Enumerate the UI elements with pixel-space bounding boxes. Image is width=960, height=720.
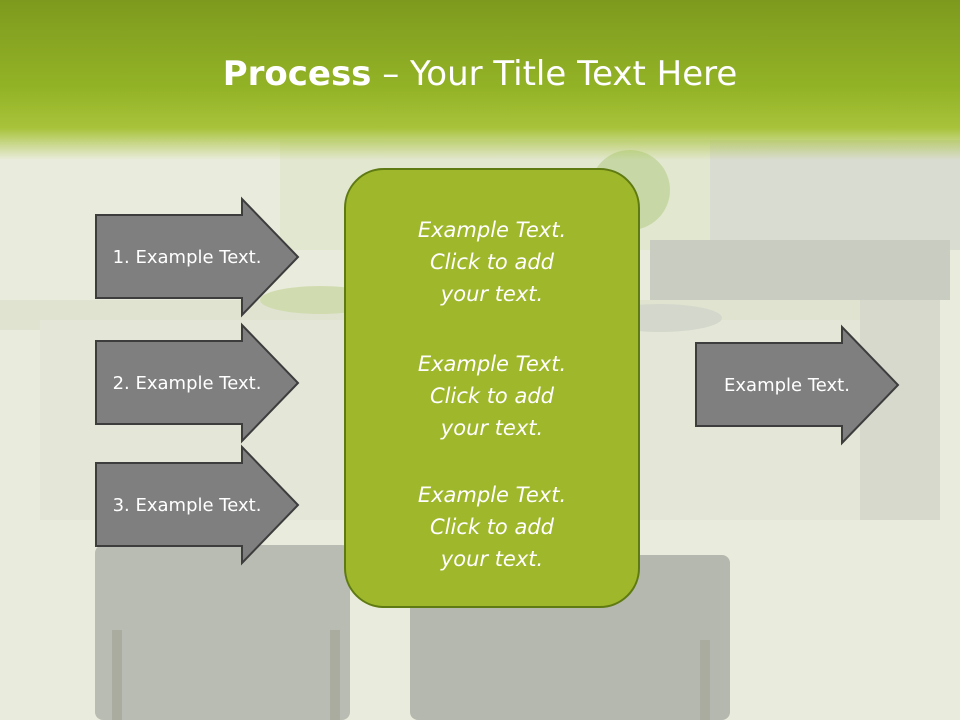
center-block-2-line2: Click to add bbox=[429, 384, 554, 408]
center-block-3-line3: your text. bbox=[440, 547, 544, 571]
left-arrow-3[interactable]: 3. Example Text. bbox=[95, 444, 300, 566]
title-rest: – Your Title Text Here bbox=[371, 54, 738, 94]
title-bold: Process bbox=[222, 54, 372, 94]
center-block-3-line1: Example Text. bbox=[417, 483, 567, 507]
left-arrow-3-label: 3. Example Text. bbox=[112, 494, 262, 516]
center-block-2-line1: Example Text. bbox=[417, 352, 567, 376]
left-arrow-1-label: 1. Example Text. bbox=[112, 246, 262, 268]
left-arrow-2-label: 2. Example Text. bbox=[112, 372, 262, 394]
title-band bbox=[0, 0, 960, 160]
center-text-box[interactable]: Example Text. Click to add your text. Ex… bbox=[344, 168, 640, 608]
center-block-1-line3: your text. bbox=[440, 282, 544, 306]
center-block-2-line3: your text. bbox=[440, 416, 544, 440]
slide-title[interactable]: Process – Your Title Text Here bbox=[0, 52, 960, 96]
center-block-1: Example Text. Click to add your text. bbox=[346, 214, 638, 310]
right-arrow[interactable]: Example Text. bbox=[695, 324, 900, 446]
left-arrow-2[interactable]: 2. Example Text. bbox=[95, 322, 300, 444]
right-arrow-label: Example Text. bbox=[724, 374, 850, 396]
center-block-1-line2: Click to add bbox=[429, 250, 554, 274]
left-arrow-1[interactable]: 1. Example Text. bbox=[95, 196, 300, 318]
center-block-3: Example Text. Click to add your text. bbox=[346, 479, 638, 575]
center-block-3-line2: Click to add bbox=[429, 515, 554, 539]
center-block-2: Example Text. Click to add your text. bbox=[346, 348, 638, 444]
center-block-1-line1: Example Text. bbox=[417, 218, 567, 242]
